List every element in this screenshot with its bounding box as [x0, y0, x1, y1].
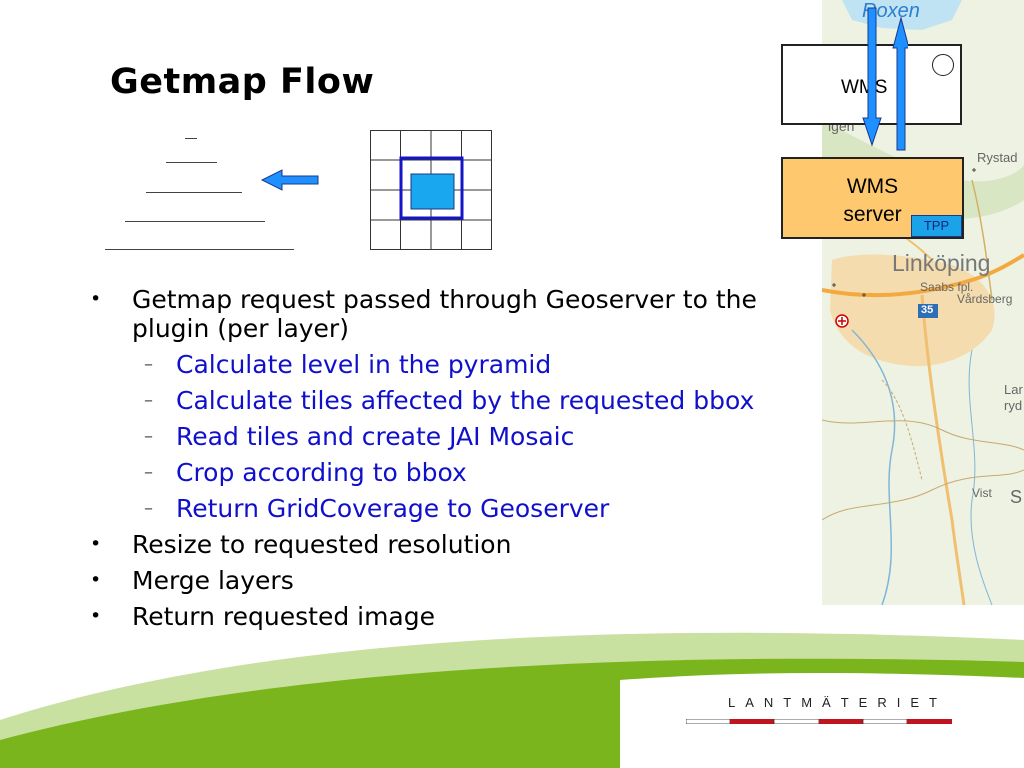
map-label-ryd: ryd — [1004, 398, 1023, 413]
dash-marker: – — [144, 354, 153, 375]
bullet-marker: • — [90, 533, 102, 555]
pyramid-level-4 — [125, 221, 265, 222]
pyramid-level-1 — [185, 138, 197, 139]
circle-icon — [932, 54, 954, 76]
bullet-text: Merge layers — [132, 566, 294, 595]
bullet-text: Return requested image — [132, 602, 436, 631]
wms-server-label: WMS server — [783, 159, 962, 229]
map-label-rystad: Rystad — [977, 150, 1018, 165]
tile-grid — [370, 130, 492, 250]
dash-marker: – — [144, 498, 153, 519]
bullet-list: • Getmap request passed through Geoserver… — [90, 285, 810, 638]
map-label-vardsberg: Vårdsberg — [957, 292, 1013, 306]
sub-bullet-item: – Read tiles and create JAI Mosaic — [90, 422, 810, 451]
brand-logo-text: LANTMÄTERIET — [728, 695, 947, 710]
slide-title: Getmap Flow — [110, 62, 375, 102]
pyramid-level-2 — [166, 162, 217, 163]
bullet-text: Resize to requested resolution — [132, 530, 512, 559]
pyramid-level-3 — [146, 192, 242, 193]
bullet-marker: • — [90, 569, 102, 591]
dash-marker: – — [144, 426, 153, 447]
bullet-item: • Merge layers — [90, 566, 810, 595]
map-label-lar: Lar — [1004, 382, 1023, 397]
wms-server-label-line1: WMS — [846, 175, 899, 198]
bullet-item: • Return requested image — [90, 602, 810, 631]
bullet-text: Return GridCoverage to Geoserver — [176, 494, 610, 523]
bullet-text: Getmap request passed through Geoserver … — [132, 285, 757, 343]
sub-bullet-item: – Calculate tiles affected by the request… — [90, 386, 810, 415]
map-label-linkoping: Linköping — [892, 250, 991, 276]
map-road-number: 35 — [921, 304, 934, 316]
brand-scale-bar — [686, 719, 952, 724]
pyramid-level-5 — [105, 249, 294, 250]
footer-swoosh — [0, 632, 1024, 768]
map-label-saabs: Saabs fpl. — [920, 280, 974, 294]
bullet-item: • Resize to requested resolution — [90, 530, 810, 559]
bullet-text: Calculate tiles affected by the requeste… — [176, 386, 755, 415]
bullet-text: Calculate level in the pyramid — [176, 350, 552, 379]
map-label-vist: Vist — [972, 486, 992, 500]
dash-marker: – — [144, 390, 153, 411]
map-label-s: S — [1010, 487, 1023, 507]
sub-bullet-item: – Return GridCoverage to Geoserver — [90, 494, 810, 523]
bullet-marker: • — [90, 288, 102, 310]
bullet-item: • Getmap request passed through Geoserver… — [90, 285, 810, 343]
wms-server-label-line2: server — [843, 203, 902, 226]
sub-bullet-item: – Crop according to bbox — [90, 458, 810, 487]
bullet-text: Read tiles and create JAI Mosaic — [176, 422, 575, 451]
arrow-left-icon — [260, 169, 319, 191]
bullet-marker: • — [90, 605, 102, 627]
dash-marker: – — [144, 462, 153, 483]
request-response-arrows-icon — [862, 7, 908, 151]
bullet-text: Crop according to bbox — [176, 458, 467, 487]
sub-bullet-item: – Calculate level in the pyramid — [90, 350, 810, 379]
tpp-badge: TPP — [911, 215, 962, 237]
